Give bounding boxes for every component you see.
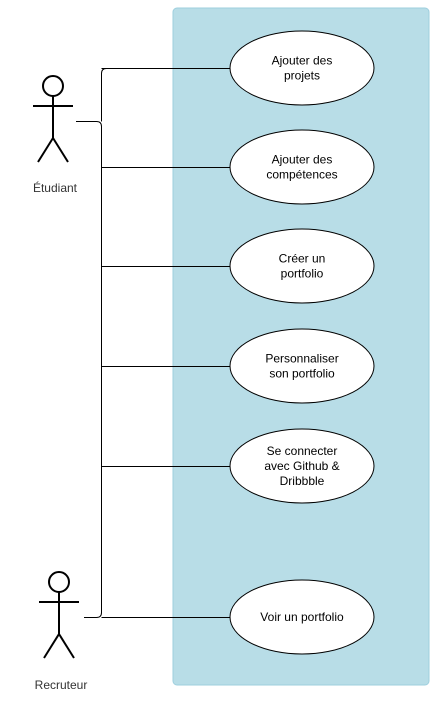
usecase-label-line: Voir un portfolio bbox=[260, 610, 344, 624]
usecase-label-line: portfolio bbox=[281, 267, 324, 281]
association-lines bbox=[76, 68, 231, 618]
actor-etudiant: Étudiant bbox=[33, 75, 78, 195]
bracket-etudiant-top bbox=[101, 68, 107, 122]
usecase-label-line: avec Github & bbox=[264, 459, 339, 473]
usecase-label-line: Ajouter des bbox=[272, 153, 333, 167]
usecase-ellipse bbox=[229, 30, 375, 106]
stick-figure-icon bbox=[33, 75, 73, 163]
actor-recruteur: Recruteur bbox=[35, 571, 88, 692]
stick-figure-icon bbox=[39, 571, 79, 659]
usecase-label-line: Ajouter des bbox=[272, 54, 333, 68]
recruteur-bracket bbox=[84, 612, 102, 618]
usecase-ellipse bbox=[229, 428, 375, 504]
usecase-label-line: Dribbble bbox=[280, 474, 325, 488]
usecase-ellipse bbox=[229, 328, 375, 404]
actor-recruteur-label: Recruteur bbox=[35, 678, 88, 692]
usecase-ellipse bbox=[229, 579, 375, 655]
etudiant-bracket bbox=[76, 121, 102, 613]
usecase-label-line: Créer un bbox=[279, 252, 326, 266]
usecase-label-line: projets bbox=[284, 69, 320, 83]
actor-etudiant-label: Étudiant bbox=[33, 180, 78, 195]
usecase-label-line: Se connecter bbox=[267, 444, 338, 458]
usecase-label-line: son portfolio bbox=[269, 367, 335, 381]
usecase-label-line: Personnaliser bbox=[265, 352, 338, 366]
usecase-voir-portfolio: Voir un portfolio bbox=[229, 579, 375, 655]
usecase-label-line: compétences bbox=[266, 168, 337, 182]
usecase-ellipse bbox=[229, 228, 375, 304]
usecase-ellipse bbox=[229, 129, 375, 205]
